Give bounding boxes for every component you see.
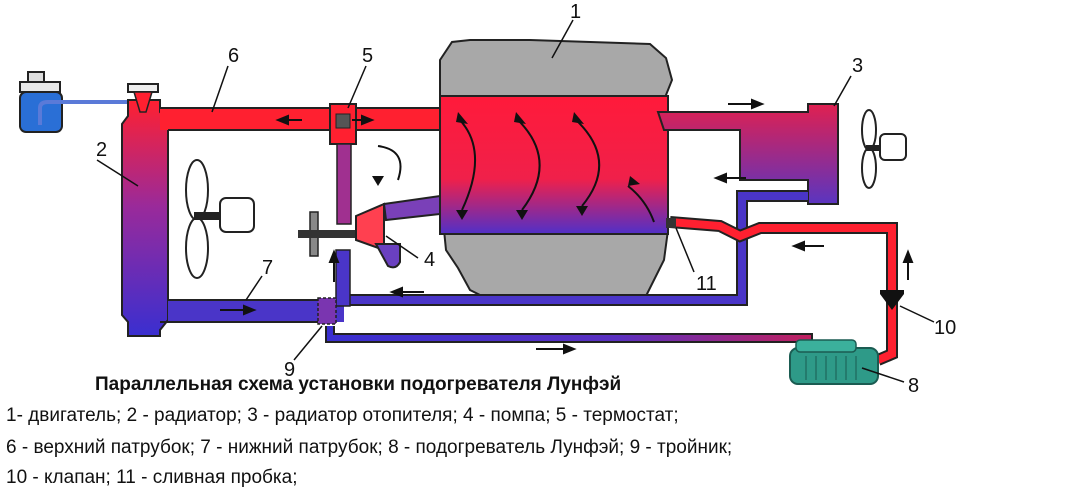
radiator bbox=[121, 83, 169, 337]
callout-11: 11 bbox=[696, 273, 717, 295]
lower-hose bbox=[160, 249, 351, 323]
tee-fitting bbox=[317, 297, 337, 325]
callout-6: 6 bbox=[228, 45, 239, 67]
callout-5: 5 bbox=[362, 45, 373, 67]
heater-core bbox=[656, 103, 839, 205]
check-valve bbox=[880, 290, 904, 310]
callout-4: 4 bbox=[424, 249, 435, 271]
legend-line-2: 6 - верхний патрубок; 7 - нижний патрубо… bbox=[6, 437, 733, 458]
leader-lines bbox=[96, 19, 935, 383]
diagram-title: Параллельная схема установки подогревате… bbox=[95, 374, 622, 395]
water-pump bbox=[298, 145, 441, 269]
drain-plug bbox=[666, 218, 676, 228]
heater-return-line bbox=[346, 190, 808, 306]
callout-9: 9 bbox=[284, 359, 295, 381]
preheater-outlet-line bbox=[669, 216, 898, 366]
flow-arrows bbox=[220, 98, 914, 355]
legend-line-1: 1- двигатель; 2 - радиатор; 3 - радиатор… bbox=[6, 405, 679, 426]
engine bbox=[439, 39, 674, 301]
callout-7: 7 bbox=[262, 257, 273, 279]
callout-10: 10 bbox=[934, 317, 956, 339]
heater-fan bbox=[861, 109, 907, 189]
cooling-system-diagram: 1 2 3 4 5 6 7 8 9 10 11 bbox=[19, 1, 956, 397]
callout-1: 1 bbox=[570, 1, 581, 23]
callout-3: 3 bbox=[852, 55, 863, 77]
callout-2: 2 bbox=[96, 139, 107, 161]
legend-line-3: 10 - клапан; 11 - сливная пробка; bbox=[6, 467, 298, 488]
lunfei-preheater bbox=[789, 339, 879, 385]
expansion-tank bbox=[19, 71, 130, 133]
thermostat bbox=[329, 103, 357, 225]
upper-hose bbox=[160, 107, 450, 131]
callout-8: 8 bbox=[908, 375, 919, 397]
radiator-fan bbox=[185, 159, 255, 279]
